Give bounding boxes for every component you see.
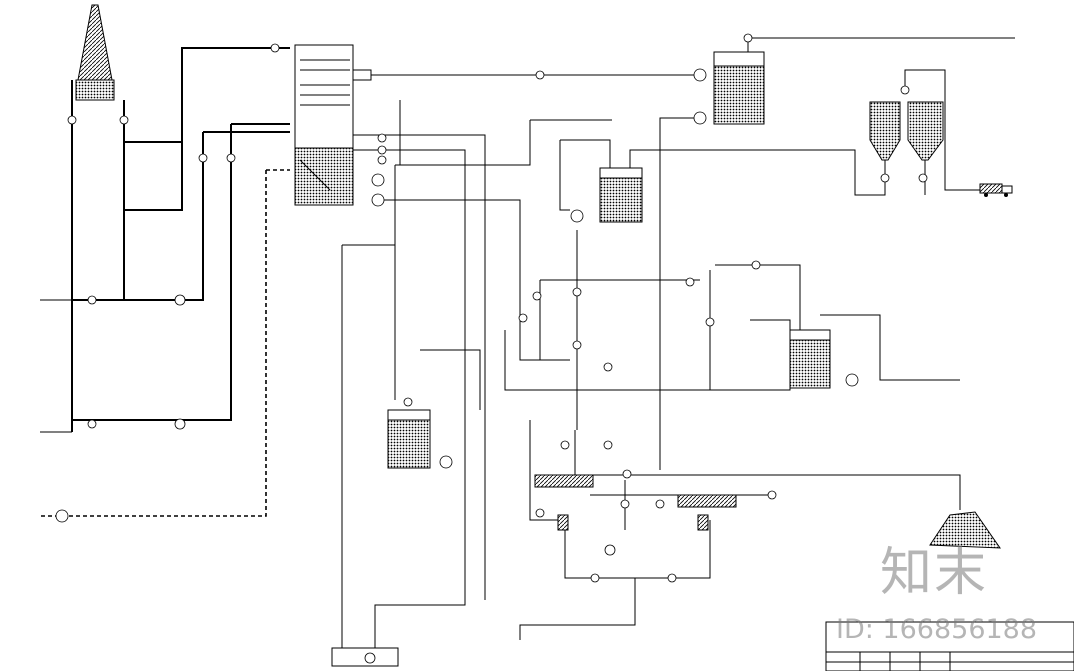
chimney (75, 4, 115, 101)
absorber-tower (294, 44, 372, 206)
pumps (55, 68, 859, 556)
left-ducts (40, 47, 290, 517)
watermark-id: ID: 166856188 (836, 614, 1038, 645)
node-markers (67, 33, 928, 583)
gas-lines (371, 37, 1015, 76)
belt-filters (534, 474, 737, 531)
sump-pit (331, 647, 399, 667)
right-middle-tank (789, 329, 831, 389)
top-right-tank (659, 51, 765, 470)
silos (629, 69, 980, 196)
truck-icon (979, 183, 1013, 197)
title-block (825, 621, 1074, 671)
lower-left-tank (387, 409, 431, 469)
watermark-logo: 知末 (880, 543, 989, 603)
process-lines (341, 100, 961, 655)
middle-tank (353, 119, 643, 655)
gypsum-pile (929, 511, 1001, 549)
